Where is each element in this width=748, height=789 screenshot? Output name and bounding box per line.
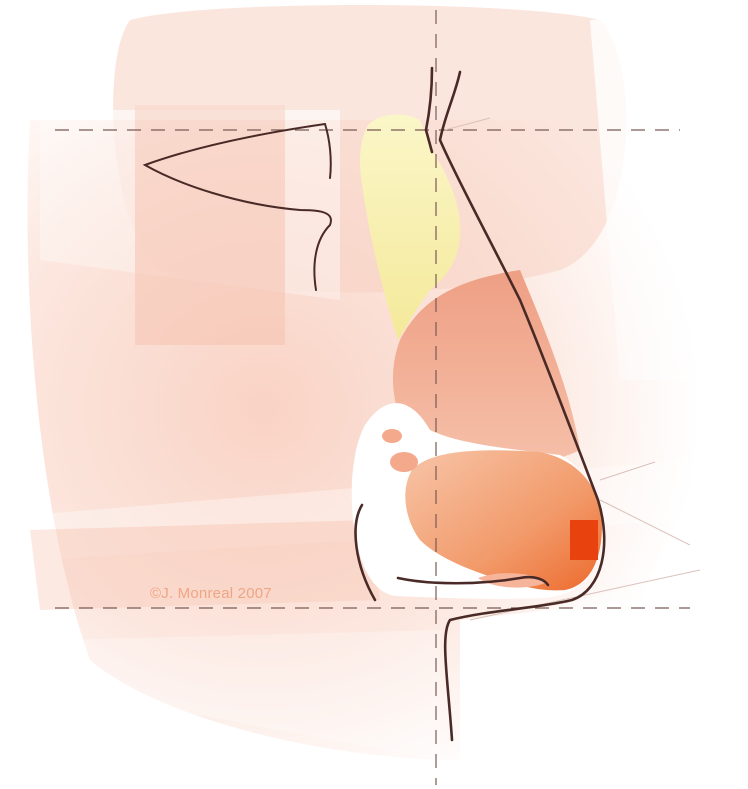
sesamoid-cartilage (390, 452, 418, 472)
alar-accent (570, 520, 598, 560)
sesamoid-cartilage (382, 429, 402, 443)
copyright-credit: ©J. Monreal 2007 (150, 585, 272, 602)
